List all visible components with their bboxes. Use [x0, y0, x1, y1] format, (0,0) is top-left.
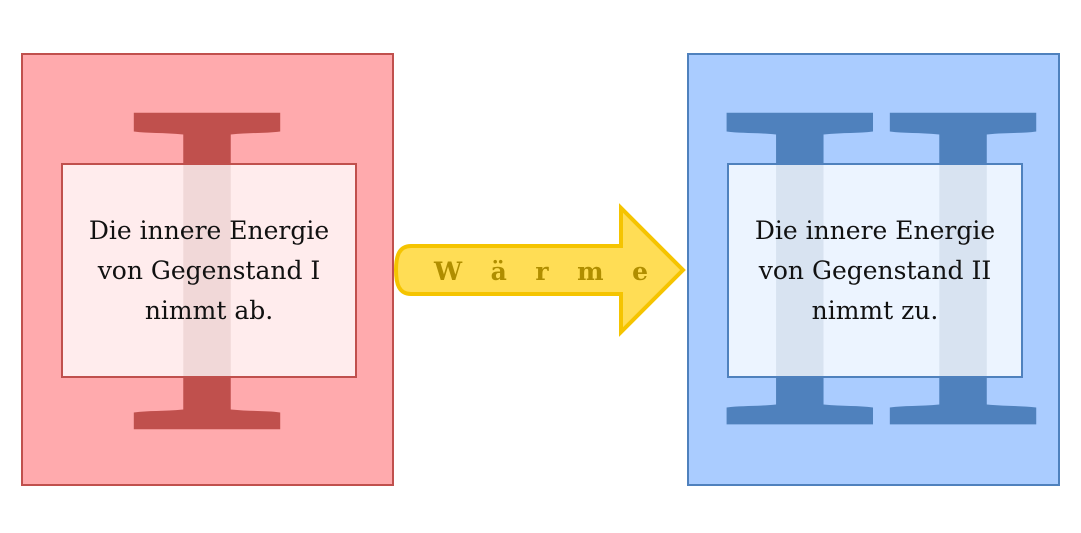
heat-label-letter: ä — [490, 256, 507, 286]
description-line: nimmt zu. — [811, 295, 939, 325]
heat-label-letter: e — [632, 256, 648, 286]
heat-label-letter: m — [577, 256, 604, 286]
object-one-description: Die innere Energie von Gegenstand I nimm… — [63, 211, 355, 331]
heat-arrow — [393, 200, 688, 340]
heat-label-letter: r — [535, 256, 549, 286]
heat-arrow-shape — [393, 203, 686, 337]
object-two-box: Die innere Energie von Gegenstand II nim… — [687, 53, 1060, 486]
description-line: Die innere Energie — [754, 215, 996, 245]
description-line: von Gegenstand II — [758, 255, 992, 285]
object-one-text-card: Die innere Energie von Gegenstand I nimm… — [61, 163, 357, 378]
object-two-text-card: Die innere Energie von Gegenstand II nim… — [727, 163, 1023, 378]
description-line: Die innere Energie — [88, 215, 330, 245]
heat-label-letter: W — [434, 256, 463, 286]
heat-arrow-label: W ä r m e — [434, 251, 648, 291]
object-two-description: Die innere Energie von Gegenstand II nim… — [729, 211, 1021, 331]
description-line: von Gegenstand I — [97, 255, 321, 285]
description-line: nimmt ab. — [144, 295, 274, 325]
object-one-box: Die innere Energie von Gegenstand I nimm… — [21, 53, 394, 486]
